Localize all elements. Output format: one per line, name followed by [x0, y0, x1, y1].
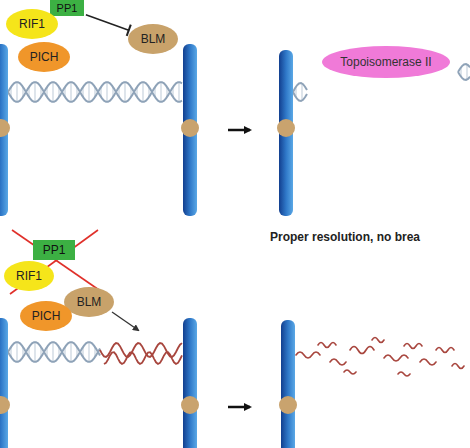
pich-ellipse: PICH: [18, 42, 70, 72]
process-arrow: [228, 130, 250, 407]
blm-ellipse: BLM: [128, 24, 178, 54]
dna-helix: [8, 64, 470, 362]
chromosome: [0, 44, 297, 448]
node-label: Topoisomerase II: [340, 55, 431, 69]
node-label: PICH: [32, 309, 61, 323]
blm-ellipse: BLM: [64, 287, 114, 317]
rif1-ellipse: RIF1: [6, 9, 58, 39]
node-label: PP1: [43, 243, 66, 257]
pp1-box: PP1: [50, 0, 84, 16]
node-label: BLM: [141, 32, 166, 46]
rif1-ellipse: RIF1: [4, 261, 54, 291]
dna-fragments: [296, 338, 464, 377]
node-label: RIF1: [19, 17, 45, 31]
topoisomerase-ellipse: Topoisomerase II: [322, 46, 450, 78]
action-arrow: [112, 312, 138, 330]
inhibition-connector: [86, 15, 131, 36]
pp1-box: PP1: [33, 240, 75, 260]
node-label: RIF1: [16, 269, 42, 283]
node-label: PP1: [57, 2, 78, 14]
node-label: PICH: [30, 50, 59, 64]
node-label: BLM: [77, 295, 102, 309]
single-strand-dna: [100, 343, 182, 364]
outcome-label: Proper resolution, no brea: [270, 230, 420, 244]
pich-ellipse: PICH: [20, 301, 72, 331]
